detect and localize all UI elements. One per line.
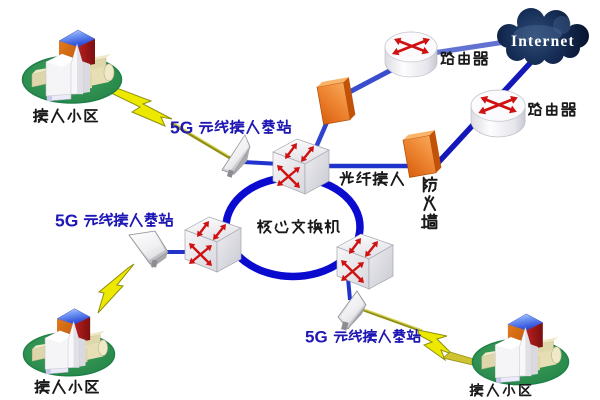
svg-text:5G: 5G — [55, 211, 78, 231]
svg-text:Internet: Internet — [511, 33, 575, 50]
svg-text:5G: 5G — [305, 328, 328, 347]
svg-text:5G: 5G — [170, 118, 193, 138]
